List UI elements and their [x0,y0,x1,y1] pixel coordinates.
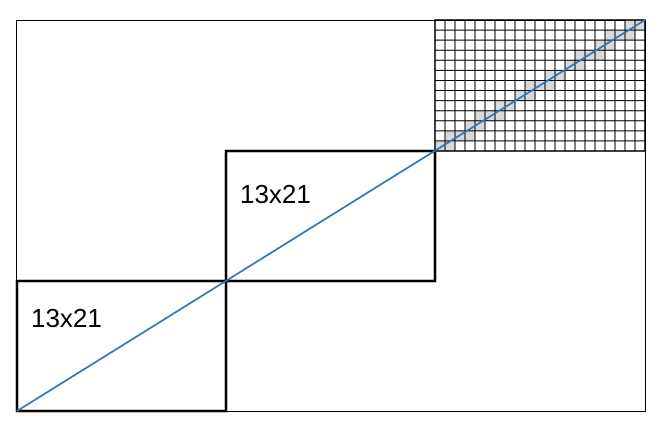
highlighted-cell [495,100,505,111]
highlighted-cell [595,40,605,51]
highlighted-cell [555,70,565,81]
highlighted-cell [465,120,475,131]
highlighted-cell [595,50,605,61]
diagonal-line [16,19,646,412]
highlighted-cell [575,60,585,71]
highlighted-cell [525,80,535,91]
lower-rectangle [15,279,228,413]
highlighted-cell [515,90,525,101]
highlighted-cell [635,20,645,31]
highlighted-cell [605,40,615,51]
highlighted-cell [475,120,485,131]
highlighted-cell [445,130,455,141]
highlighted-cell [545,80,555,91]
highlighted-cell [445,140,455,151]
highlighted-cell [465,130,475,141]
highlighted-cell [575,50,585,61]
highlighted-cell [525,90,535,101]
highlighted-cell [625,20,635,31]
highlighted-cells [435,20,645,151]
highlighted-cell [625,30,635,41]
highlighted-cell [545,70,555,81]
highlighted-cell [505,100,515,111]
middle-rectangle-label: 13x21 [240,179,311,209]
highlighted-cell [565,60,575,71]
highlighted-cell [435,140,445,151]
highlighted-cell [495,110,505,121]
lower-rectangle-label: 13x21 [31,303,102,333]
middle-rectangle [224,149,437,283]
highlighted-cell [475,110,485,121]
highlighted-cell [605,30,615,41]
small-grid-border [434,19,646,152]
outer-frame [16,20,646,412]
fine-grid [435,20,645,151]
